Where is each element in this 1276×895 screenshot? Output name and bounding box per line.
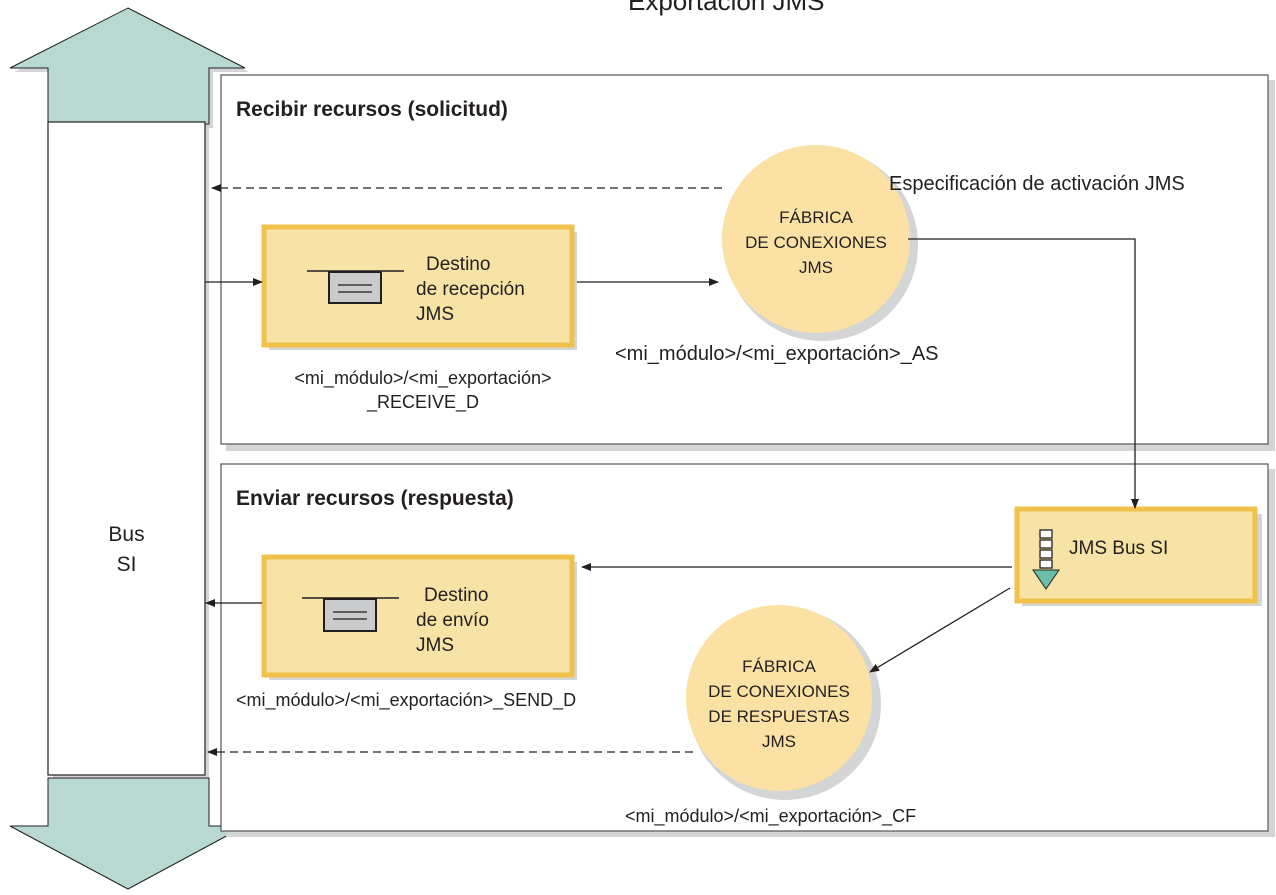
response-factory-line1: FÁBRICA bbox=[742, 657, 816, 676]
send-section-heading: Enviar recursos (respuesta) bbox=[236, 487, 514, 510]
response-connection-factory-circle bbox=[686, 605, 881, 800]
receive-section-heading: Recibir recursos (solicitud) bbox=[236, 98, 508, 121]
receive-destination-name: <mi_módulo>/<mi_exportación> _RECEIVE_D bbox=[268, 366, 578, 414]
receive-destination-line2: de recepción bbox=[416, 279, 525, 300]
bus-label-line2: SI bbox=[116, 553, 137, 576]
receive-destination-line1: Destino bbox=[426, 254, 491, 275]
receive-destination-name-line2: _RECEIVE_D bbox=[366, 392, 480, 412]
send-destination-line3: JMS bbox=[416, 635, 454, 656]
bus-queue-icon bbox=[1032, 529, 1060, 590]
receive-destination-line3: JMS bbox=[416, 304, 454, 325]
bus-to-response-factory-arrow bbox=[869, 587, 1011, 673]
response-factory-label: FÁBRICA DE CONEXIONES DE RESPUESTAS JMS bbox=[679, 654, 879, 754]
send-destination-line1: Destino bbox=[424, 585, 489, 606]
send-destination-line2: de envío bbox=[416, 610, 489, 631]
receive-factory-line2: DE CONEXIONES bbox=[745, 233, 887, 252]
bus-si-arrow bbox=[9, 7, 249, 890]
connectors bbox=[205, 184, 1139, 756]
diagram-title: Exportación JMS bbox=[628, 0, 825, 16]
activation-spec-label: Especificación de activación JMS bbox=[889, 173, 1185, 195]
receive-destination-box bbox=[261, 224, 577, 350]
send-destination-label: Destino de envío JMS bbox=[416, 583, 489, 658]
receive-factory-name: <mi_módulo>/<mi_exportación>_AS bbox=[615, 343, 939, 365]
send-destination-box bbox=[261, 554, 577, 680]
bus-label-line1: Bus bbox=[108, 523, 145, 546]
jms-bus-si-label: JMS Bus SI bbox=[1069, 538, 1169, 559]
receive-destination-label: Destino de recepción JMS bbox=[416, 252, 525, 327]
response-factory-line4: JMS bbox=[762, 732, 796, 751]
response-factory-line3: DE RESPUESTAS bbox=[708, 707, 850, 726]
queue-icon bbox=[307, 270, 404, 304]
response-factory-name: <mi_módulo>/<mi_exportación>_CF bbox=[625, 806, 917, 826]
queue-icon bbox=[302, 597, 399, 632]
factory-to-bus-arrow bbox=[908, 238, 1139, 509]
receive-factory-line1: FÁBRICA bbox=[779, 208, 853, 227]
receive-connection-factory-circle bbox=[722, 145, 918, 341]
response-factory-line2: DE CONEXIONES bbox=[708, 682, 850, 701]
receive-factory-label: FÁBRICA DE CONEXIONES JMS bbox=[716, 205, 916, 280]
receive-destination-name-line1: <mi_módulo>/<mi_exportación> bbox=[294, 368, 552, 388]
receive-factory-line3: JMS bbox=[799, 258, 833, 277]
bus-si-label: Bus SI bbox=[48, 520, 205, 580]
jms-bus-si-box bbox=[1014, 506, 1262, 606]
send-destination-name: <mi_módulo>/<mi_exportación>_SEND_D bbox=[236, 690, 577, 710]
